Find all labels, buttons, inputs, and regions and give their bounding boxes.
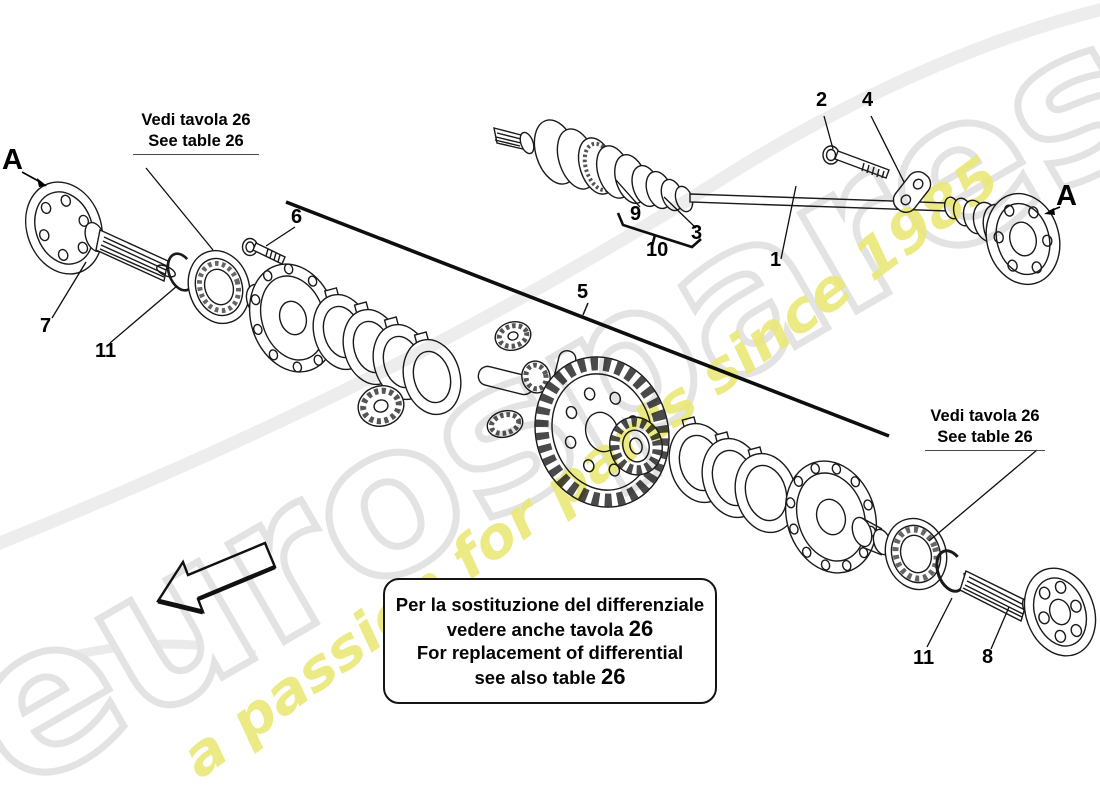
see-table-right-underline [925,450,1045,451]
part-callout-11-left[interactable]: 11 [95,340,117,362]
note-line-en1: For replacement of differential [416,642,684,663]
note-line-it2-num: 26 [628,615,654,641]
right-snap-ring [935,549,967,593]
see-table-right-line2: See table 26 [937,428,1033,446]
section-marker-a-right: A [1056,180,1077,212]
section-a-arrows [21,171,1061,215]
left-snap-ring [166,252,196,292]
part-callout-6[interactable]: 6 [291,206,303,228]
direction-arrow [156,541,277,615]
stub-axle-8 [959,567,1097,657]
part-callout-8[interactable]: 8 [982,646,994,668]
part-callout-3[interactable]: 3 [691,222,703,244]
note-line-it2: vedere anche tavola 26 [446,615,654,642]
note-line-it2-text: vedere anche tavola [446,618,629,640]
replacement-note-box: Per la sostituzione del differenziale ve… [383,578,717,704]
clutch-disc-stack-right [668,416,798,534]
part-callout-9[interactable]: 9 [630,203,642,225]
part-callout-11-right[interactable]: 11 [913,647,935,669]
section-marker-a-left: A [2,144,23,176]
diff-housing-left-flange [245,263,338,373]
callout-bracket-10 [616,212,702,249]
part-callout-5[interactable]: 5 [577,281,589,303]
part-callout-2[interactable]: 2 [816,89,828,111]
see-table-right-line1: Vedi tavola 26 [930,407,1040,425]
reference-line-5 [285,200,890,438]
see-table-left-underline [133,154,259,155]
note-line-en2-text: see also table [474,666,601,688]
diff-housing-right-flange [784,460,892,574]
left-bearing [187,249,251,325]
spider-gears [357,320,577,439]
note-line-en2-num: 26 [601,663,626,689]
left-hub-flange [24,181,176,283]
note-line-en2: see also table 26 [474,663,626,690]
see-table-note-left: Vedi tavola 26 See table 26 [133,110,259,155]
part-callout-1[interactable]: 1 [770,249,782,271]
right-bearing [884,517,948,591]
part-callout-7[interactable]: 7 [40,315,52,337]
pinion-gear [609,416,663,476]
see-table-left-line1: Vedi tavola 26 [141,111,251,129]
note-line-it1: Per la sostituzione del differenziale [395,594,705,615]
part-callout-4[interactable]: 4 [862,89,874,111]
see-table-note-right: Vedi tavola 26 See table 26 [925,406,1045,451]
leader-lines [51,115,1038,650]
part-callout-10[interactable]: 10 [646,239,669,261]
bolt-2 [822,145,890,179]
swoosh-curves [0,3,1100,683]
retainer-plate-4 [892,171,932,213]
see-table-left-line2: See table 26 [148,132,244,150]
